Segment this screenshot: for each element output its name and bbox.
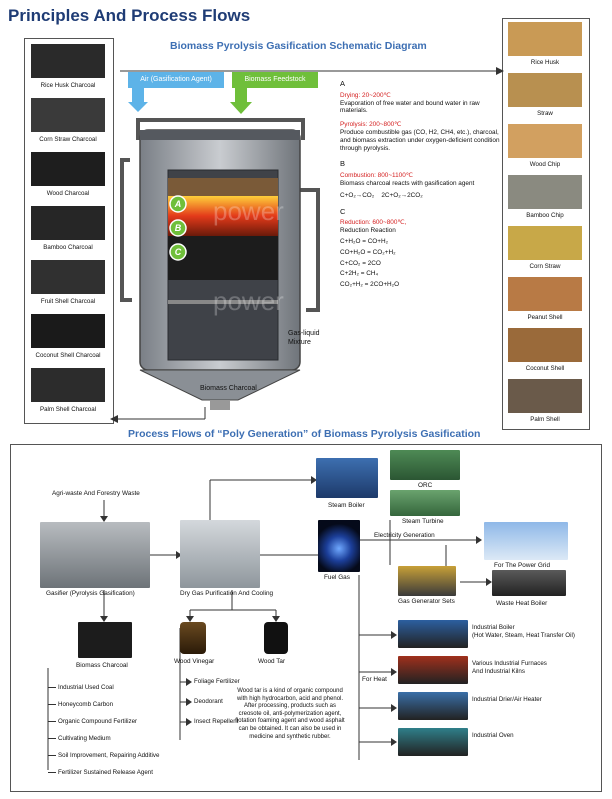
steam-turbine-photo: [390, 490, 460, 516]
charcoal-use-arrow: [48, 687, 56, 688]
heat-use-line1: Various Industrial Furnaces: [472, 660, 547, 667]
heat-use-photo: [398, 656, 468, 684]
charcoal-use-item: Honeycomb Carbon: [58, 701, 113, 708]
steam-boiler-photo: [316, 458, 378, 498]
fuel-gas-photo: [318, 520, 360, 572]
orc-photo: [390, 450, 460, 480]
charcoal-use-arrow: [48, 721, 56, 722]
dry-gas-photo: [180, 520, 260, 588]
dry-gas-label: Dry Gas Purification And Cooling: [180, 590, 273, 598]
charcoal-use-item: Fertilizer Sustained Release Agent: [58, 769, 153, 776]
heat-use-line2: And Industrial Kilns: [472, 668, 525, 675]
gas-gen-label: Gas Generator Sets: [398, 598, 455, 606]
charcoal-use-arrow: [48, 755, 56, 756]
wood-vinegar-label: Wood Vinegar: [174, 658, 214, 666]
charcoal-use-item: Organic Compound Fertilizer: [58, 718, 137, 725]
fuel-gas-label: Fuel Gas: [324, 574, 350, 582]
charcoal-node-label: Biomass Charcoal: [76, 662, 128, 670]
wood-tar-photo: [264, 622, 288, 654]
charcoal-use-item: Industrial Used Coal: [58, 684, 114, 691]
waste-heat-photo: [492, 570, 566, 596]
vinegar-use-item: Foliage Fertilizer: [194, 678, 240, 685]
charcoal-use-arrow: [48, 738, 56, 739]
gasifier-label: Gasifier (Pyrolysis Gasification): [46, 590, 135, 598]
power-grid-photo: [484, 522, 568, 560]
charcoal-use-arrow: [48, 772, 56, 773]
orc-label: ORC: [418, 482, 432, 490]
heat-use-line1: Industrial Boiler: [472, 624, 515, 631]
power-grid-label: For The Power Grid: [494, 562, 550, 570]
charcoal-photo: [78, 622, 132, 658]
charcoal-use-arrow: [48, 704, 56, 705]
gas-gen-photo: [398, 566, 456, 596]
heat-use-photo: [398, 620, 468, 648]
steam-boiler-label: Steam Boiler: [328, 502, 365, 510]
gasifier-photo: [40, 522, 150, 588]
for-heat-label: For Heat: [362, 676, 387, 684]
wood-vinegar-photo: [180, 622, 206, 654]
waste-heat-label: Waste Heat Boiler: [496, 600, 547, 608]
charcoal-use-item: Cultivating Medium: [58, 735, 111, 742]
heat-use-line2: (Hot Water, Steam, Heat Transfer Oil): [472, 632, 575, 639]
wood-tar-label: Wood Tar: [258, 658, 285, 666]
charcoal-use-item: Soil Improvement, Repairing Additive: [58, 752, 159, 759]
wood-tar-text: Wood tar is a kind of organic compound w…: [232, 688, 348, 741]
heat-use-photo: [398, 692, 468, 720]
heat-use-line1: Industrial Drier/Air Heater: [472, 696, 542, 703]
electricity-label: Electricity Generation: [374, 532, 435, 540]
vinegar-use-item: Deodorant: [194, 698, 223, 705]
heat-use-photo: [398, 728, 468, 756]
steam-turbine-label: Steam Turbine: [402, 518, 444, 526]
agri-waste-label: Agri-waste And Forestry Waste: [52, 490, 140, 498]
heat-use-line1: Industrial Oven: [472, 732, 514, 739]
